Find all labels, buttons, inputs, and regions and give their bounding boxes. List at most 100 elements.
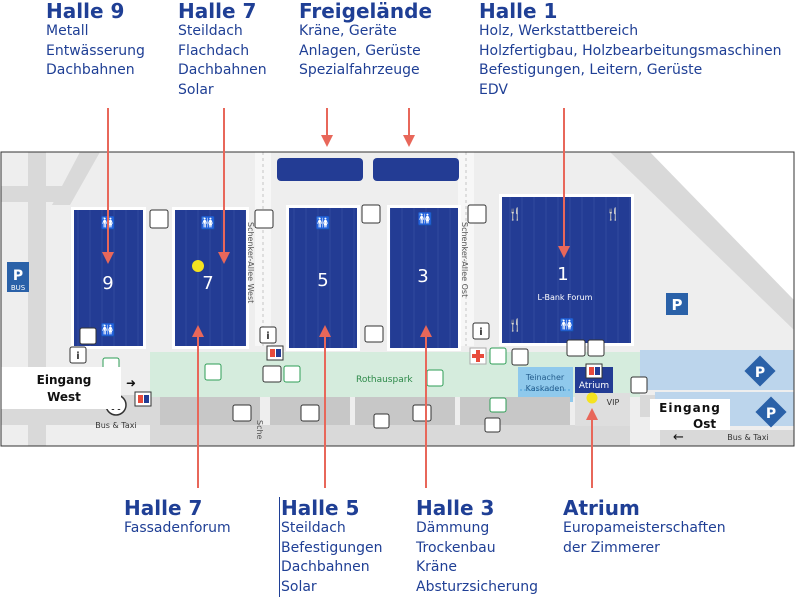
label-halle-1: Halle 1 Holz, Werkstattbereich Holzferti… — [479, 0, 781, 100]
restaurant-icon — [263, 366, 281, 382]
bus-taxi-label-ost: Bus & Taxi — [727, 433, 768, 442]
label-line: Dachbahnen — [46, 61, 145, 81]
hall-1-number: 1 — [557, 264, 568, 285]
toilet-icon — [413, 405, 431, 421]
entrance-west-label: Eingang — [37, 373, 92, 387]
first-aid-icon — [470, 348, 486, 364]
label-halle-9: Halle 9 Metall Entwässerung Dachbahnen — [46, 0, 145, 81]
label-halle-3: Halle 3 Dämmung Trockenbau Kräne Absturz… — [416, 497, 538, 597]
lounge-icon — [490, 398, 506, 412]
cascades-label: Kaskaden — [526, 384, 565, 393]
label-line: Steildach — [281, 519, 382, 539]
lounge-icon — [468, 205, 486, 223]
toilet-icon: 🚻 — [101, 323, 116, 337]
toilet-icon — [233, 405, 251, 421]
restaurant-icon: 🍴 — [508, 207, 523, 221]
info-glyph: i — [76, 351, 79, 362]
label-heading: Halle 7 — [178, 0, 267, 22]
label-line: Trockenbau — [416, 539, 538, 559]
accessible-icon — [485, 418, 500, 432]
label-line: Solar — [281, 578, 382, 597]
hall-3-number: 3 — [417, 266, 428, 287]
label-heading: Halle 5 — [281, 497, 382, 519]
accessible-icon — [374, 414, 389, 428]
entrance-west-arrow: ➜ — [126, 376, 136, 390]
label-line: Befestigungen — [281, 539, 382, 559]
lounge-icon — [150, 210, 168, 228]
lounge-icon — [255, 210, 273, 228]
restaurant-icon: 🍴 — [606, 207, 621, 221]
parking-glyph: P — [755, 365, 765, 381]
toilet-icon: 🚻 — [560, 318, 575, 332]
label-line: Solar — [178, 81, 267, 101]
label-line: Absturzsicherung — [416, 578, 538, 597]
street-name-cut: Sche — [255, 420, 264, 440]
parking-glyph: P — [672, 296, 683, 314]
toilet-icon — [301, 405, 319, 421]
atm-icon — [586, 364, 602, 378]
hall-5-number: 5 — [317, 270, 328, 291]
lounge-icon — [284, 366, 300, 382]
label-heading: Halle 3 — [416, 497, 538, 519]
label-atrium: Atrium Europameisterschaften der Zimmere… — [563, 497, 726, 558]
label-line: Kräne, Geräte — [299, 22, 432, 42]
location-marker — [192, 260, 204, 272]
lounge-icon — [205, 364, 221, 380]
open-air-area-2 — [373, 158, 459, 181]
hall-9-number: 9 — [102, 273, 113, 294]
info-glyph: i — [266, 331, 269, 342]
bus-taxi-label-west: Bus & Taxi — [95, 421, 136, 430]
label-halle-5: Halle 5 Steildach Befestigungen Dachbahn… — [279, 497, 382, 597]
label-line: Holz, Werkstattbereich — [479, 22, 781, 42]
toilet-icon: 🚻 — [316, 216, 331, 230]
label-line: EDV — [479, 81, 781, 101]
label-line: Dachbahnen — [178, 61, 267, 81]
label-line: Metall — [46, 22, 145, 42]
lounge-icon — [362, 205, 380, 223]
park-label: Rothauspark — [356, 375, 413, 385]
label-line: Fassadenforum — [124, 519, 231, 539]
label-heading: Freigelände — [299, 0, 432, 22]
atm-icon — [267, 346, 283, 360]
shopping-cart-icon — [567, 340, 585, 356]
atm-icon — [135, 392, 151, 406]
label-line: Dachbahnen — [281, 558, 382, 578]
entrance-ost-label: Eingang — [659, 401, 721, 415]
atrium-label: Atrium — [579, 381, 609, 391]
label-line: Europameisterschaften — [563, 519, 726, 539]
bus-parking-label: BUS — [11, 284, 26, 292]
label-line: Befestigungen, Leitern, Gerüste — [479, 61, 781, 81]
street-name-west: Schenker-Allee West — [246, 222, 255, 303]
parking-glyph: P — [13, 268, 23, 284]
lounge-icon — [490, 348, 506, 364]
label-heading: Halle 7 — [124, 497, 231, 519]
entrance-west-label: West — [47, 390, 81, 404]
label-line: der Zimmerer — [563, 539, 726, 559]
open-air-area-1 — [277, 158, 363, 181]
toilet-icon — [80, 328, 96, 344]
lower-buildings — [160, 397, 570, 425]
label-line: Anlagen, Gerüste — [299, 42, 432, 62]
hall-1-subtitle: L-Bank Forum — [538, 293, 593, 302]
street-name-ost: Schenker-Allee Ost — [460, 222, 469, 297]
label-line: Flachdach — [178, 42, 267, 62]
entrance-ost-arrow: ← — [673, 430, 684, 445]
label-halle-7-fassadenforum: Halle 7 Fassadenforum — [124, 497, 231, 539]
parking-glyph: P — [766, 406, 776, 422]
lounge-icon — [427, 370, 443, 386]
vip-label: VIP — [607, 398, 620, 407]
entrance-ost-label: Ost — [693, 417, 716, 431]
toilet-icon: 🚻 — [201, 216, 216, 230]
info-glyph: i — [479, 327, 482, 338]
label-line: Dämmung — [416, 519, 538, 539]
label-heading: Halle 9 — [46, 0, 145, 22]
toilet-icon — [631, 377, 647, 393]
hall-7-number: 7 — [202, 273, 213, 294]
restaurant-icon — [512, 349, 528, 365]
label-halle-7: Halle 7 Steildach Flachdach Dachbahnen S… — [178, 0, 267, 100]
label-freigelaende: Freigelände Kräne, Geräte Anlagen, Gerüs… — [299, 0, 432, 81]
label-line: Spezialfahrzeuge — [299, 61, 432, 81]
label-line: Kräne — [416, 558, 538, 578]
toilet-icon: 🚻 — [418, 212, 433, 226]
cascades-label: Teinacher — [525, 373, 565, 382]
